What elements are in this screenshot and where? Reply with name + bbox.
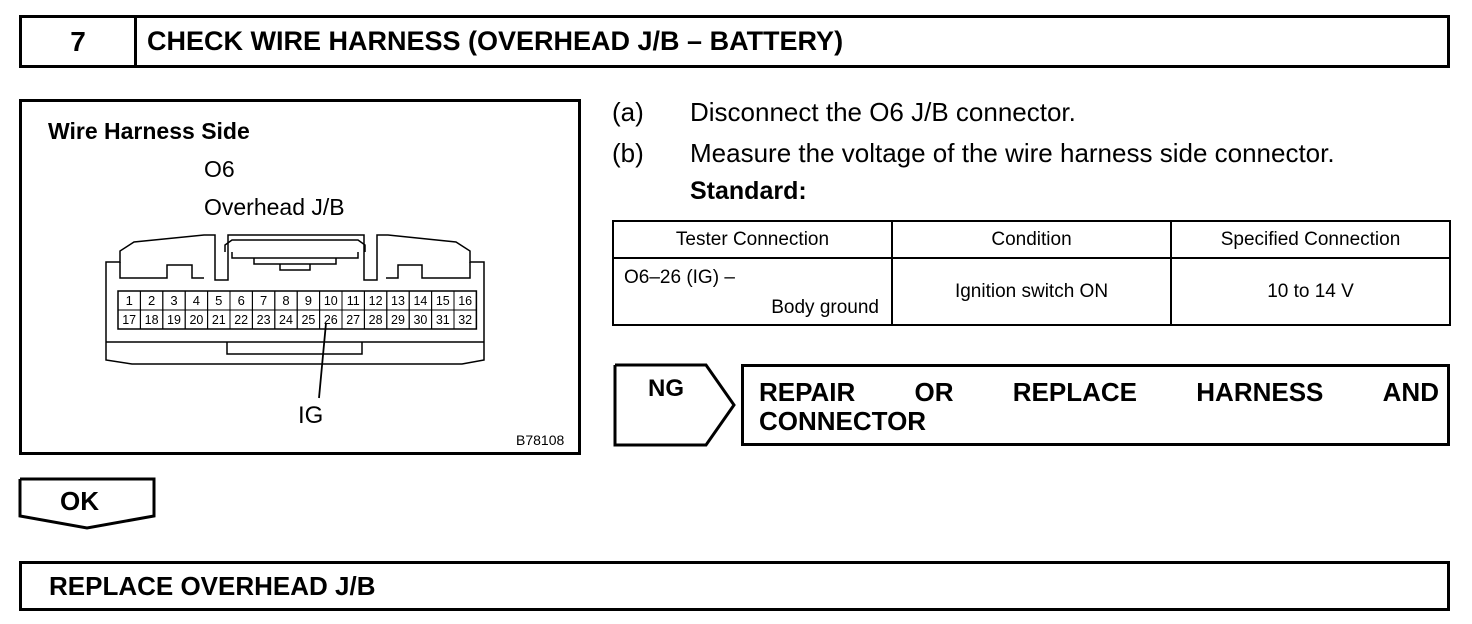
step-title: CHECK WIRE HARNESS (OVERHEAD J/B – BATTE… bbox=[147, 26, 844, 56]
pin-number: 14 bbox=[413, 294, 427, 308]
instruction-b-marker: (b) bbox=[612, 138, 644, 168]
pin-number: 13 bbox=[391, 294, 405, 308]
final-action-box: REPLACE OVERHEAD J/B bbox=[19, 561, 1450, 611]
pin-number: 32 bbox=[458, 313, 472, 327]
pin-number: 19 bbox=[167, 313, 181, 327]
pin-number: 15 bbox=[436, 294, 450, 308]
pin-number: 7 bbox=[260, 293, 267, 308]
final-action: REPLACE OVERHEAD J/B bbox=[49, 570, 376, 601]
cell-tester-connection: O6–26 (IG) – Body ground bbox=[614, 259, 893, 324]
header-specified-connection: Specified Connection bbox=[1172, 222, 1449, 259]
cell-specified: 10 to 14 V bbox=[1267, 280, 1354, 302]
diagram-heading: Wire Harness Side bbox=[48, 118, 250, 144]
pin-cell bbox=[453, 309, 477, 330]
instruction-b-text: Measure the voltage of the wire harness … bbox=[690, 138, 1335, 168]
pin-number: 12 bbox=[369, 294, 383, 308]
ng-word: HARNESS bbox=[1196, 377, 1324, 407]
connector-outline bbox=[226, 342, 363, 355]
pin-number: 11 bbox=[347, 294, 360, 308]
ng-action-line1: REPAIR OR REPLACE HARNESS AND bbox=[759, 377, 1439, 408]
ng-action-line2: CONNECTOR bbox=[759, 406, 927, 436]
ok-arrow-icon bbox=[18, 477, 156, 530]
ng-word: OR bbox=[914, 377, 954, 407]
standard-label: Standard: bbox=[690, 177, 807, 205]
ig-pointer-line bbox=[318, 322, 327, 399]
connector-outline bbox=[253, 258, 337, 265]
connector-outline bbox=[119, 262, 204, 279]
pin-number: 24 bbox=[279, 313, 293, 327]
figure-id: B78108 bbox=[516, 432, 565, 448]
ok-label: OK bbox=[60, 486, 99, 516]
spec-table: Tester Connection Condition Specified Co… bbox=[612, 220, 1451, 326]
connector-outline bbox=[231, 252, 359, 259]
pin-number: 30 bbox=[413, 313, 427, 327]
pin-number: 31 bbox=[436, 313, 450, 327]
pin-number: 3 bbox=[170, 293, 177, 308]
connector-name: Overhead J/B bbox=[204, 194, 345, 220]
pin-number: 5 bbox=[215, 293, 222, 308]
ng-arrow-icon bbox=[613, 363, 736, 447]
cell-condition: Ignition switch ON bbox=[893, 259, 1172, 324]
pin-number: 16 bbox=[458, 294, 472, 308]
pin-number: 23 bbox=[257, 313, 271, 327]
step-header: 7 CHECK WIRE HARNESS (OVERHEAD J/B – BAT… bbox=[19, 15, 1450, 68]
pin-number: 6 bbox=[238, 293, 245, 308]
connector-outline bbox=[386, 262, 471, 279]
instruction-a-marker: (a) bbox=[612, 97, 644, 127]
pin-number: 25 bbox=[301, 313, 315, 327]
pin-number: 18 bbox=[145, 313, 159, 327]
ng-result-box: REPAIR OR REPLACE HARNESS AND CONNECTOR bbox=[741, 364, 1450, 446]
pin-number: 17 bbox=[122, 313, 136, 327]
header-tester-connection: Tester Connection bbox=[614, 222, 893, 259]
tester-connection-line2: Body ground bbox=[771, 297, 879, 318]
ng-label: NG bbox=[648, 375, 684, 402]
pin-number: 10 bbox=[324, 294, 338, 308]
pin-number: 4 bbox=[193, 293, 200, 308]
instruction-a-text: Disconnect the O6 J/B connector. bbox=[690, 97, 1076, 127]
connector-code: O6 bbox=[204, 156, 235, 182]
pin-number: 8 bbox=[282, 293, 289, 308]
pin-number: 28 bbox=[369, 313, 383, 327]
pin-number: 21 bbox=[212, 313, 226, 327]
connector-outline bbox=[105, 234, 485, 365]
ig-label: IG bbox=[298, 402, 324, 429]
pin-number: 20 bbox=[189, 313, 203, 327]
pin-number: 1 bbox=[126, 293, 133, 308]
ng-word: AND bbox=[1382, 377, 1439, 407]
pin-number: 9 bbox=[305, 293, 312, 308]
tester-connection-line1: O6–26 (IG) – bbox=[624, 267, 735, 288]
pin-number: 22 bbox=[234, 313, 248, 327]
connector-outline bbox=[224, 239, 366, 252]
pin-number: 29 bbox=[391, 313, 405, 327]
pin-number: 27 bbox=[346, 313, 360, 327]
pin-number: 26 bbox=[324, 313, 338, 327]
header-condition: Condition bbox=[893, 222, 1172, 259]
ng-word: REPLACE bbox=[1012, 377, 1138, 407]
connector-outline bbox=[279, 264, 311, 271]
ng-word: REPAIR bbox=[759, 377, 856, 407]
pin-number: 2 bbox=[148, 293, 155, 308]
step-number: 7 bbox=[22, 18, 137, 65]
